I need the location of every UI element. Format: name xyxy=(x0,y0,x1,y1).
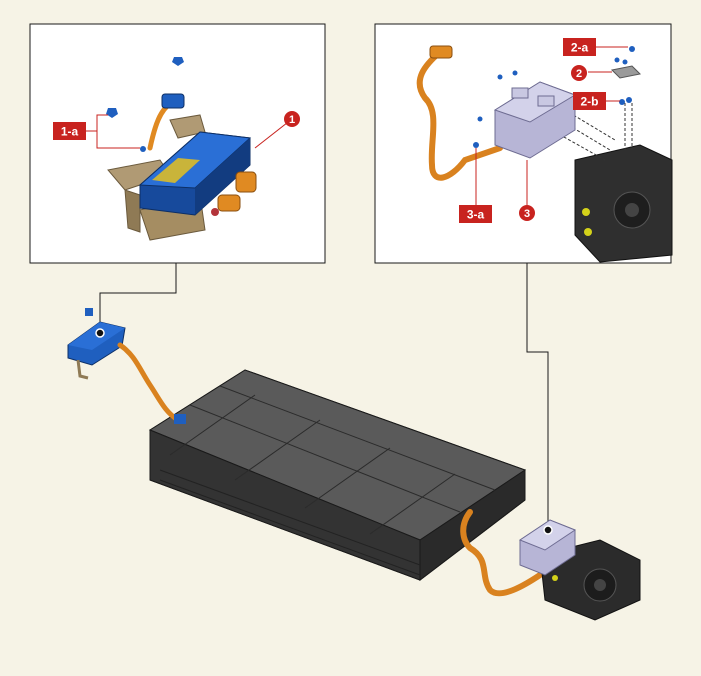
inverter-small xyxy=(518,519,577,576)
inverter-cable-end xyxy=(429,45,453,59)
bolts-1a xyxy=(106,57,184,152)
svg-text:3: 3 xyxy=(524,208,530,220)
callout-1: 1 xyxy=(284,111,300,127)
callout-2a: 2-a xyxy=(563,38,596,56)
callout-2: 2 xyxy=(571,65,587,81)
battery-pack xyxy=(148,369,527,582)
charger-harness xyxy=(117,342,181,423)
svg-text:1: 1 xyxy=(289,114,295,126)
bolts-2a-2b-3a xyxy=(473,46,635,148)
svg-text:3-a: 3-a xyxy=(467,208,485,222)
charger-connectors xyxy=(211,171,257,216)
assembly-dashed-lines xyxy=(554,103,633,161)
svg-text:2-a: 2-a xyxy=(571,41,589,55)
motor-housing xyxy=(574,144,673,263)
inverter-cable xyxy=(416,49,503,181)
gasket-plate xyxy=(610,65,642,79)
onboard-charger xyxy=(138,131,252,216)
battery-connector-blue xyxy=(174,414,186,424)
detail-panel-inverter: 2-a 2 2-b 3-a 3 xyxy=(374,23,673,264)
svg-text:2: 2 xyxy=(576,68,582,80)
leader-lines-right xyxy=(475,46,628,205)
inverter-harness xyxy=(460,509,543,597)
svg-text:1-a: 1-a xyxy=(61,125,79,139)
detail-panel-charger: 1-a 1 xyxy=(29,23,326,264)
panel-link-lines xyxy=(99,263,549,528)
callout-3: 3 xyxy=(519,205,535,221)
cable-connector-blue xyxy=(161,93,185,109)
svg-text:2-b: 2-b xyxy=(581,95,599,109)
charger-small xyxy=(67,308,126,380)
callout-3a: 3-a xyxy=(459,205,492,223)
callout-2b: 2-b xyxy=(573,92,606,110)
inverter xyxy=(493,81,577,159)
callout-1a: 1-a xyxy=(53,122,86,140)
